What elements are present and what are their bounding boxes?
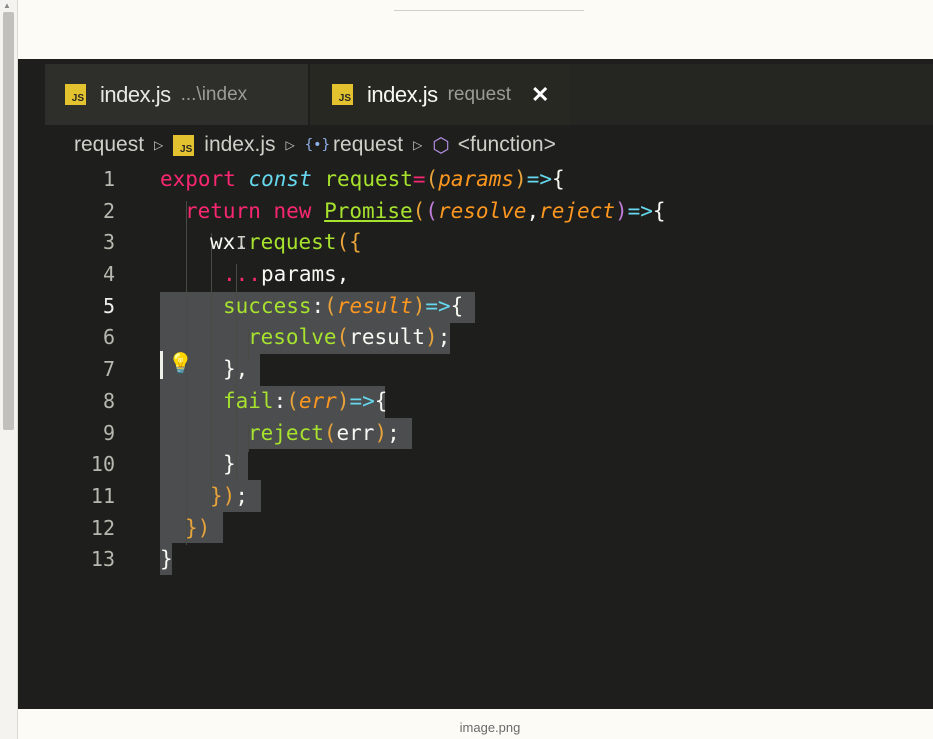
lightbulb-icon[interactable]: 💡 <box>168 353 193 375</box>
selection-highlight <box>160 543 172 575</box>
tab-path: ...\index <box>180 83 248 105</box>
code-line-4: 4 ...params, <box>18 259 933 291</box>
code-text: resolve(result); <box>248 325 451 350</box>
code-line-6: 6 resolve(result); <box>18 322 933 354</box>
breadcrumb: request ▷ JS index.js ▷ {•} request ▷ ⬡ … <box>74 131 556 159</box>
js-file-icon: JS <box>65 84 86 105</box>
page-scrollbar[interactable]: ▲ <box>0 0 18 739</box>
line-number: 13 <box>90 547 115 572</box>
tab-index-js-request[interactable]: JS index.js request ✕ <box>310 64 570 125</box>
code-text: success:(result)=>{ <box>223 293 464 318</box>
breadcrumb-file[interactable]: index.js <box>204 133 276 156</box>
code-line-13: 13 } <box>18 544 933 576</box>
indent-guide <box>236 264 237 482</box>
image-caption: image.png <box>459 720 521 735</box>
code-line-3: 3 wx.request({ <box>18 227 933 259</box>
code-area[interactable]: 1 export const request=(params)=>{ 2 ret… <box>18 164 933 576</box>
code-text: } <box>223 452 236 477</box>
breadcrumb-symbol[interactable]: request <box>333 133 404 156</box>
line-number: 8 <box>102 388 115 413</box>
line-number: 5 <box>102 293 115 318</box>
code-line-2: 2 return new Promise((resolve,reject)=>{ <box>18 196 933 228</box>
chevron-right-icon: ▷ <box>413 138 423 152</box>
js-file-icon: JS <box>173 134 195 156</box>
code-line-5: 5 success:(result)=>{ <box>18 291 933 323</box>
code-text: export const request=(params)=>{ <box>160 167 565 191</box>
code-text: }, <box>223 357 249 382</box>
selection-highlight <box>160 512 223 543</box>
cube-icon: ⬡ <box>432 134 450 157</box>
line-number: 1 <box>102 167 115 191</box>
tab-path: request <box>447 83 511 105</box>
code-line-9: 9 reject(err); <box>18 418 933 450</box>
code-line-1: 1 export const request=(params)=>{ <box>18 164 933 196</box>
tab-bar: JS index.js ...\index JS index.js reques… <box>18 59 933 125</box>
code-text: fail:(err)=>{ <box>223 388 388 413</box>
code-text: }) <box>185 515 211 540</box>
line-number: 3 <box>102 230 115 255</box>
line-number: 11 <box>90 483 115 508</box>
code-text: wx.request({ <box>210 230 362 255</box>
selection-highlight <box>160 292 475 323</box>
selection-highlight <box>160 386 385 418</box>
scrollbar-thumb[interactable] <box>3 12 14 430</box>
text-cursor <box>160 351 163 379</box>
indent-guide <box>186 201 187 545</box>
code-text: reject(err); <box>248 420 400 445</box>
code-line-12: 12 }) <box>18 513 933 545</box>
indent-guide <box>248 329 249 359</box>
code-line-7: 7 }, <box>18 354 933 386</box>
selection-highlight <box>160 480 261 512</box>
code-text: return new Promise((resolve,reject)=>{ <box>185 198 666 223</box>
code-line-8: 8 fail:(err)=>{ <box>18 386 933 418</box>
breadcrumb-folder[interactable]: request <box>74 133 145 156</box>
code-line-10: 10 } <box>18 449 933 481</box>
line-number: 7 <box>102 357 115 382</box>
selection-highlight <box>160 449 248 480</box>
code-text: } <box>160 547 173 572</box>
code-line-11: 11 }); <box>18 481 933 513</box>
chevron-right-icon: ▷ <box>285 138 295 152</box>
line-number: 12 <box>90 515 115 540</box>
line-number: 4 <box>102 262 115 287</box>
selection-highlight <box>160 323 450 354</box>
line-number: 9 <box>102 420 115 445</box>
selection-highlight <box>160 418 412 449</box>
line-number: 10 <box>90 452 115 477</box>
tab-label: index.js <box>367 81 438 107</box>
line-number: 2 <box>102 198 115 223</box>
breadcrumb-function[interactable]: <function> <box>457 133 556 156</box>
close-icon[interactable]: ✕ <box>530 81 550 107</box>
code-text: ...params, <box>223 262 350 287</box>
divider <box>394 10 584 11</box>
code-editor: JS index.js ...\index JS index.js reques… <box>18 59 933 709</box>
indent-guide <box>211 233 212 513</box>
code-text: }); <box>210 483 248 508</box>
js-file-icon: JS <box>332 84 353 105</box>
tab-label: index.js <box>100 81 171 107</box>
namespace-icon: {•} <box>304 137 331 153</box>
ibeam-cursor-icon: I <box>236 233 247 254</box>
selection-highlight <box>160 354 260 386</box>
tab-index-js-index[interactable]: JS index.js ...\index <box>45 64 308 125</box>
line-number: 6 <box>102 325 115 350</box>
indent-guide <box>248 422 249 452</box>
chevron-right-icon: ▷ <box>154 138 164 152</box>
scroll-up-arrow-icon[interactable]: ▲ <box>3 1 11 10</box>
tab-bar-empty-area <box>570 64 933 125</box>
